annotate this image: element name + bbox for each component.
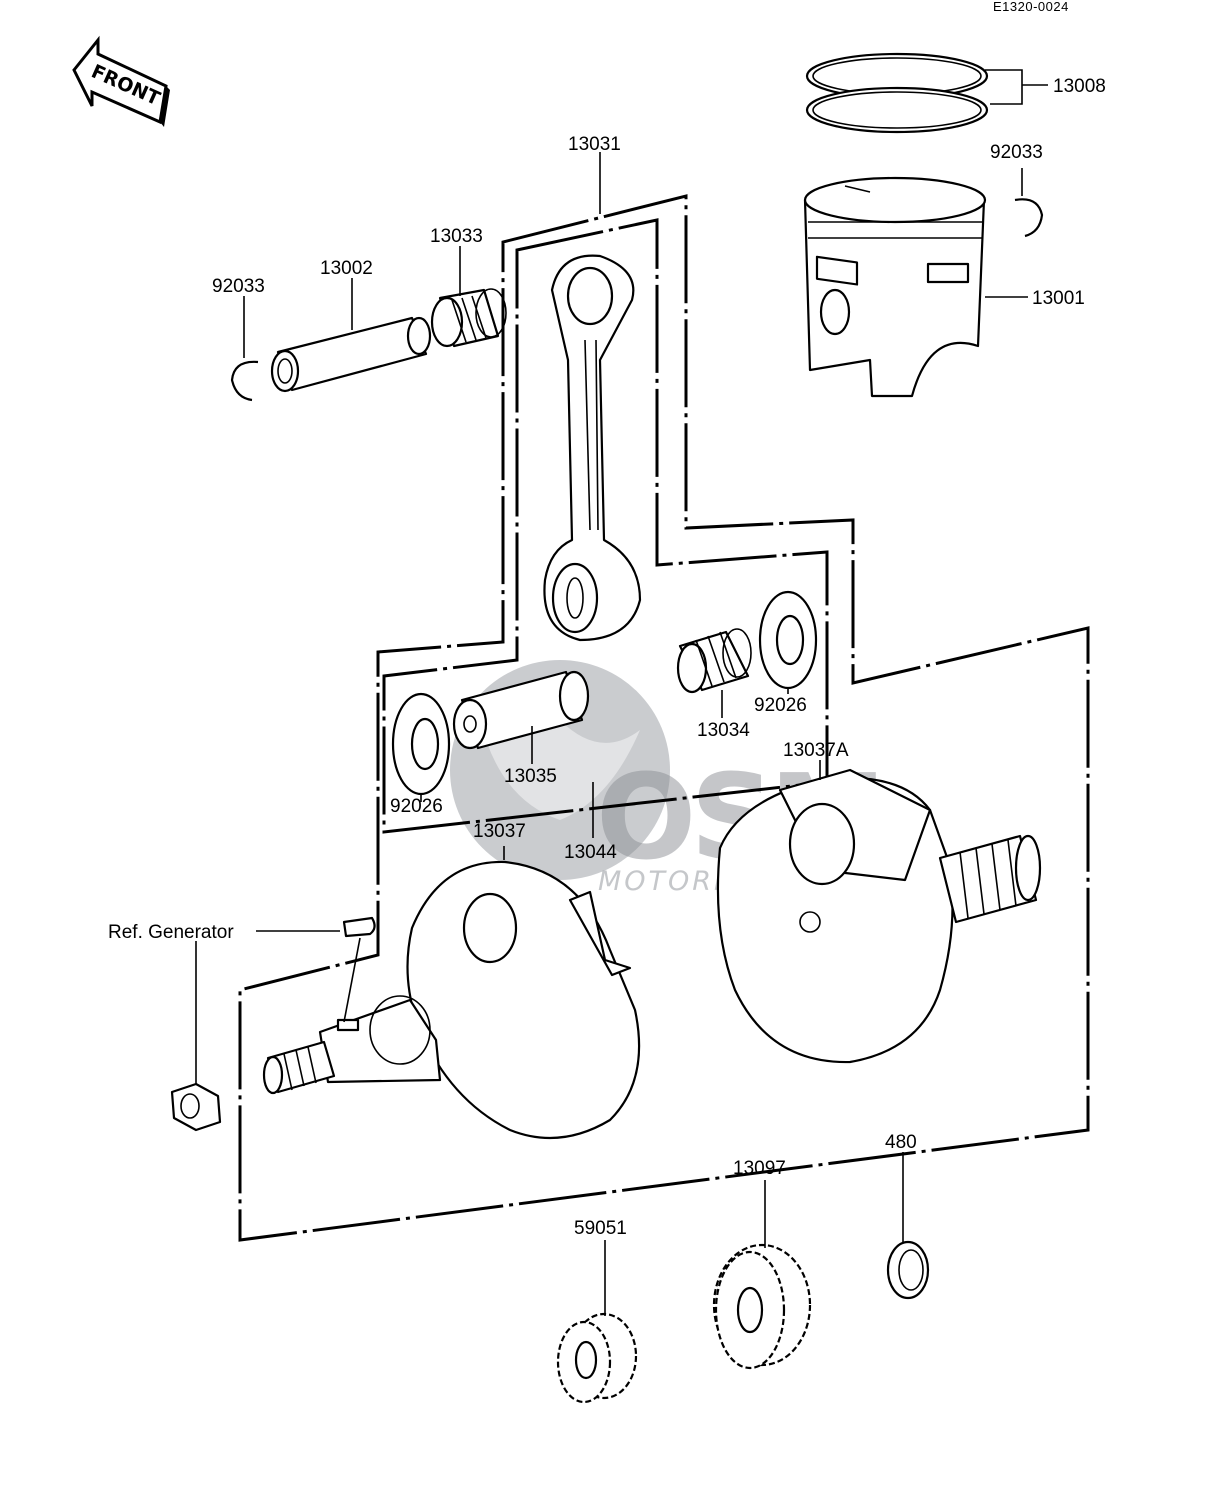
big-end-bearing [676,628,752,694]
callout-92033-left: 92033 [212,276,265,297]
callout-13031: 13031 [568,134,621,155]
piston [803,176,987,398]
crank-pin [452,670,590,750]
piston-rings [805,52,989,134]
callout-13002: 13002 [320,258,373,279]
nut-icon [170,1082,222,1132]
callout-13033: 13033 [430,226,483,247]
circlip-left-icon [230,360,259,402]
woodruff-key [342,916,376,1023]
callout-480: 480 [885,1132,917,1153]
small-end-bearing [430,288,507,348]
callout-92026-right: 92026 [754,695,807,716]
callout-92026-left: 92026 [390,796,443,817]
circlip-right-icon [1014,198,1044,238]
thrust-washer-right [758,590,818,690]
callout-13044: 13044 [564,842,617,863]
left-crank-half [262,860,641,1140]
circlip-480-icon [886,1240,930,1300]
callout-13037A: 13037A [783,740,849,761]
callout-ref-generator: Ref. Generator [108,922,234,943]
gear-13097-icon [712,1243,812,1370]
callout-13097: 13097 [733,1158,786,1179]
callout-13035: 13035 [504,766,557,787]
connecting-rod [543,254,642,642]
callout-59051: 59051 [574,1218,627,1239]
piston-pin [270,316,432,393]
callout-13001: 13001 [1032,288,1085,309]
crankshaft-assembly-frame [238,194,1090,1242]
thrust-washer-left [391,692,451,796]
gear-59051-icon [556,1312,638,1404]
callout-13034: 13034 [697,720,750,741]
diagram-code: E1320-0024 [993,0,1069,14]
callout-92033-right: 92033 [990,142,1043,163]
front-arrow-icon: FRONT [72,35,170,127]
callout-13008: 13008 [1053,76,1106,97]
callout-13037: 13037 [473,821,526,842]
right-crank-half [716,768,1042,1064]
